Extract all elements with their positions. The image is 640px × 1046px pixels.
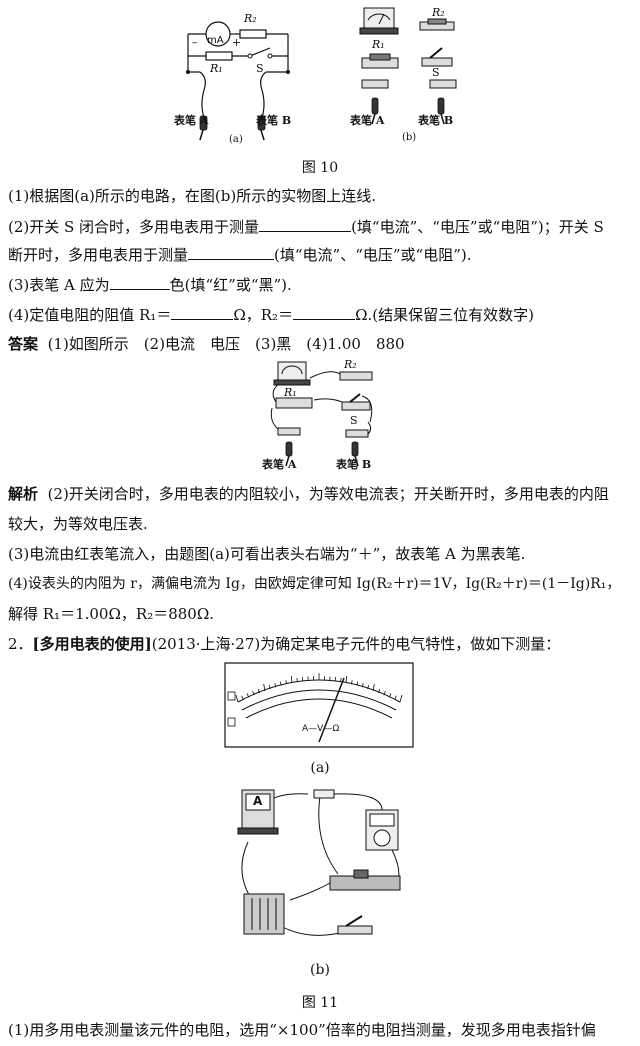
fig10b-probe-a-label: 表笔 A — [350, 114, 385, 127]
answer-fig-probe-b-label: 表笔 B — [336, 458, 372, 471]
dial-tick — [246, 693, 250, 698]
figure-11a-label: (a) — [310, 760, 330, 776]
dial-tick — [351, 680, 353, 685]
answer-fig-r1-label: R₁ — [284, 386, 297, 399]
figure-10-caption: 图 10 — [301, 160, 339, 176]
fig10a-probe-b-label: 表笔 B — [256, 114, 292, 127]
q2a-suffix: (填“电流”、“电压”或“电阻”)；开关 S — [351, 218, 604, 236]
dial-tick — [399, 694, 403, 703]
figure-11b-label: (b) — [310, 962, 330, 978]
q2b-blank — [188, 244, 275, 260]
analysis-line-3: (3)电流由红表笔流入，由题图(a)可看出表头右端为“＋”，故表笔 A 为黑表笔… — [8, 545, 526, 563]
answer-wiring-figure: R₂ R₁ S 表笔 A 表笔 B — [262, 356, 388, 476]
q4-blank-r2 — [293, 304, 356, 320]
q3-prefix: (3)表笔 A 应为 — [8, 276, 110, 294]
answer-line: 答案 (1)如图所示 (2)电流 电压 (3)黑 (4)1.00 880 — [8, 334, 634, 354]
answer-label: 答案 — [8, 335, 39, 353]
q3-blank — [109, 274, 170, 290]
dial-tick — [263, 683, 266, 692]
q2a-blank — [259, 216, 352, 232]
question-2-line-2: 断开时，多用电表用于测量 (填“电流”、“电压”或“电阻”). — [8, 244, 634, 265]
dial-tick — [367, 684, 370, 690]
dial-tick — [340, 677, 342, 682]
dial-tick — [388, 693, 392, 698]
analysis-label: 解析 — [8, 485, 39, 503]
problem-2-text: (2013·上海·27)为确定某电子元件的电气特性，做如下测量： — [151, 635, 561, 653]
fig10a-r2-label: R₂ — [244, 12, 257, 25]
q4-blank-r1 — [171, 304, 234, 320]
fig10a-switch-label: S — [256, 62, 264, 75]
question-4: (4)定值电阻的阻值 R₁＝ Ω，R₂＝ Ω.(结果保留三位有效数字) — [8, 304, 634, 325]
dial-tick — [372, 683, 375, 692]
fig10b-sub-label: (b) — [402, 132, 417, 143]
analysis-text-1: (2)开关闭合时，多用电表的内阻较小，为等效电流表；开关断开时，多用电表的内阻 — [47, 485, 609, 503]
answer-text: (1)如图所示 (2)电流 电压 (3)黑 (4)1.00 880 — [47, 335, 405, 353]
problem-2-heading: 2．[多用电表的使用](2013·上海·27)为确定某电子元件的电气特性，做如下… — [8, 634, 634, 654]
fig10b-probe-b-label: 表笔 B — [418, 114, 454, 127]
fig10a-probe-a-label: 表笔 A — [174, 114, 209, 127]
q2b-prefix: 断开时，多用电表用于测量 — [8, 246, 189, 264]
fig10b-switch-label: S — [432, 66, 440, 79]
analysis-line-5: 解得 R₁＝1.00Ω，R₂＝880Ω. — [8, 605, 215, 623]
fig11a-dial-label: A—V—Ω — [302, 724, 340, 734]
q4-suffix: Ω.(结果保留三位有效数字) — [355, 306, 534, 324]
q2a-prefix: (2)开关 S 闭合时，多用电表用于测量 — [8, 218, 260, 236]
analysis-line-4: (4)设表头的内阻为 r，满偏电流为 Ig，由欧姆定律可知 Ig(R₂＋r)＝1… — [8, 576, 621, 592]
dial-tick — [268, 684, 271, 690]
fig11b-ammeter-label: A — [253, 794, 263, 808]
dial-tick — [394, 695, 397, 700]
fig10a-r1-label: R₁ — [210, 62, 223, 75]
dial-tick — [279, 681, 282, 686]
answer-fig-r2-label: R₂ — [344, 358, 357, 371]
dial-tick — [361, 683, 364, 688]
figure-10b-apparatus: R₂ R₁ S 表笔 A 表笔 B (b) — [350, 6, 470, 148]
figure-10a-circuit: mA R₂ + – R₁ S 表笔 A 表笔 B (a) — [174, 8, 298, 148]
answer-fig-probe-a-label: 表笔 A — [262, 458, 297, 471]
dial-tick — [345, 675, 348, 683]
dial-tick — [383, 691, 386, 696]
dial-tick — [378, 688, 381, 694]
analysis-line-1: 解析 (2)开关闭合时，多用电表的内阻较小，为等效电流表；开关断开时，多用电表的… — [8, 484, 634, 504]
analysis-line-2: 较大，为等效电压表. — [8, 515, 148, 533]
figure-11a-multimeter-dial: A—V—Ω — [224, 662, 414, 748]
q2b-suffix: (填“电流”、“电压”或“电阻”). — [274, 246, 472, 264]
fig10a-plus-sign: + — [232, 36, 242, 49]
q4-mid: Ω，R₂＝ — [233, 306, 294, 324]
dial-tick — [235, 694, 239, 703]
dial-tick — [356, 681, 359, 686]
dial-tick — [285, 680, 287, 685]
fig10a-meter-label: mA — [207, 35, 224, 46]
question-1: (1)根据图(a)所示的电路，在图(b)所示的实物图上连线. — [8, 187, 376, 205]
question-3: (3)表笔 A 应为 色(填“红”或“黑”). — [8, 274, 634, 295]
fig10b-r1-label: R₁ — [372, 38, 385, 51]
problem-2-question-1: (1)用多用电表测量该元件的电阻，选用“×100”倍率的电阻挡测量，发现多用电表… — [8, 1021, 596, 1039]
dial-tick — [296, 677, 298, 682]
dial-tick — [241, 695, 244, 700]
q4-prefix: (4)定值电阻的阻值 R₁＝ — [8, 306, 172, 324]
figure-11-caption: 图 11 — [301, 995, 339, 1011]
q3-suffix: 色(填“红”或“黑”). — [169, 276, 292, 294]
problem-2-number: 2． — [8, 635, 33, 653]
problem-2-tag: [多用电表的使用] — [32, 635, 152, 653]
fig10a-sub-label: (a) — [229, 134, 243, 145]
dial-tick — [290, 675, 293, 683]
answer-fig-switch-label: S — [350, 414, 358, 427]
dial-tick — [252, 691, 255, 696]
dial-tick — [274, 683, 277, 688]
figure-11b-circuit-apparatus: A — [234, 782, 412, 948]
fig10b-r2-label: R₂ — [432, 6, 445, 19]
fig10a-minus-sign: – — [192, 36, 198, 49]
dial-tick — [257, 688, 260, 694]
question-2-line-1: (2)开关 S 闭合时，多用电表用于测量 (填“电流”、“电压”或“电阻”)；开关… — [8, 216, 634, 237]
